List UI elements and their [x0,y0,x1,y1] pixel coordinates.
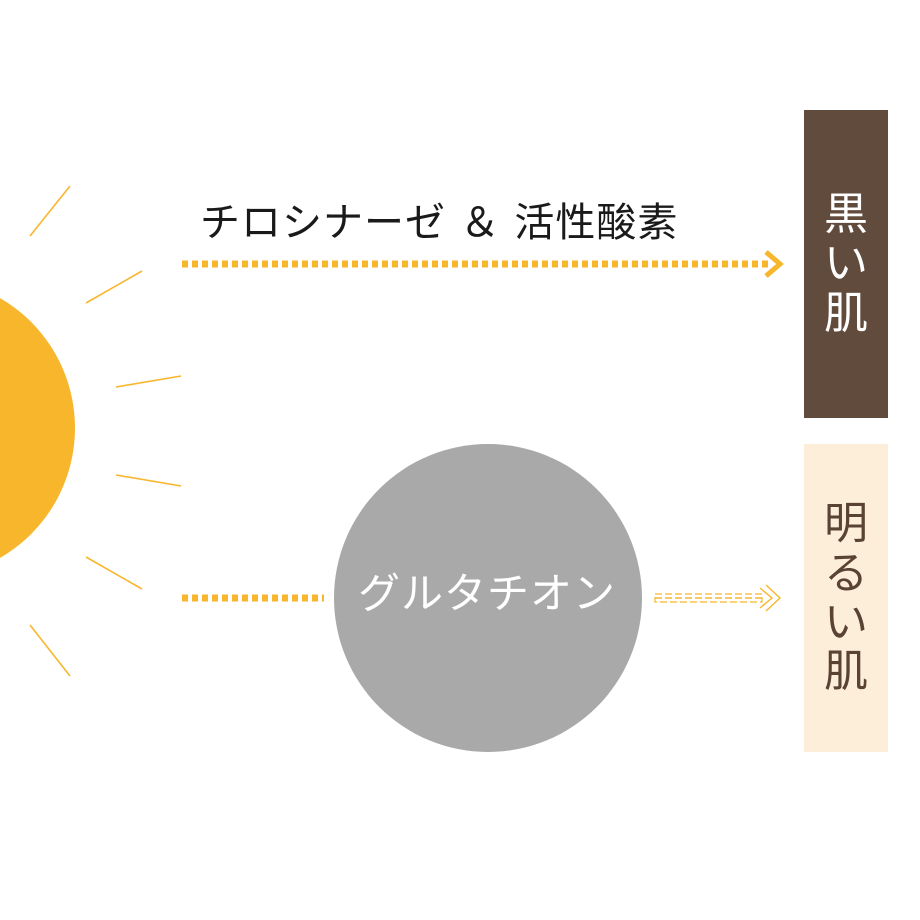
sun-rays [29,185,182,677]
top-arrow [182,250,784,278]
sun-ray [29,185,71,237]
top-arrow-head [764,250,784,278]
bottom-arrow-right [654,584,782,612]
sun-ray [29,624,71,677]
sun-icon [0,298,75,558]
glutathione-circle [334,444,642,752]
light-skin-char: い [824,597,868,648]
dark-skin-char: 黒 [824,189,868,241]
bottom-arrow-right-outline [654,593,763,603]
light-skin-box: 明 る い 肌 [804,444,888,752]
sun-ray [115,375,182,388]
glutathione-label: グルタチオン [357,569,616,618]
dark-skin-box: 黒 い 肌 [804,110,888,418]
sun-ray [115,474,182,487]
dark-skin-char: 肌 [824,287,868,339]
sun-ray [85,270,143,304]
light-skin-char: る [824,547,868,599]
bottom-arrow-head-inner [759,587,774,609]
tyrosinase-label: チロシナーゼ ＆ 活性酸素 [200,200,679,246]
light-skin-char: 明 [824,498,868,550]
sun-ray [85,556,143,590]
dark-skin-char: い [824,238,868,290]
light-skin-char: 肌 [824,646,868,698]
bottom-arrow-head-outer [765,584,782,612]
